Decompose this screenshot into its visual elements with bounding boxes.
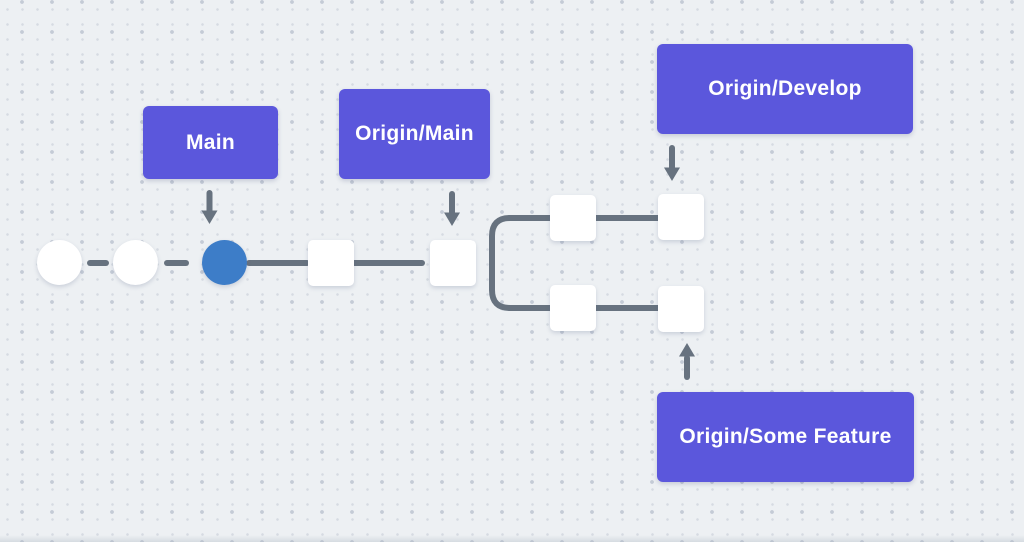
- branch-label-text: Main: [185, 130, 236, 154]
- origin-main-down-arrow-icon: [444, 191, 460, 226]
- main-line-square-2[interactable]: [430, 240, 476, 286]
- origin-some-feature-up-arrow-icon: [679, 343, 695, 380]
- branch-label-origin-main[interactable]: Origin/Main: [339, 89, 490, 179]
- branch-label-origin-some-feature[interactable]: Origin/Some Feature: [657, 392, 914, 482]
- top-branch-square-1[interactable]: [550, 195, 596, 241]
- bottom-branch-square-1[interactable]: [550, 285, 596, 331]
- branch-label-text: Origin/Main: [355, 122, 474, 145]
- main-line-square-1[interactable]: [308, 240, 354, 286]
- top-branch-square-2[interactable]: [658, 194, 704, 240]
- main-down-arrow-icon: [201, 190, 218, 224]
- origin-develop-down-arrow-icon: [664, 145, 680, 181]
- bottom-branch-square-2[interactable]: [658, 286, 704, 332]
- branch-label-text: Origin/Develop: [708, 77, 862, 100]
- branch-label-main[interactable]: Main: [143, 106, 278, 179]
- branch-split-connector: [489, 215, 555, 311]
- branch-label-origin-develop[interactable]: Origin/Develop: [657, 44, 913, 134]
- branch-label-text: Origin/Some Feature: [679, 425, 892, 448]
- commit-circle-2[interactable]: [113, 240, 158, 285]
- commit-circle-1[interactable]: [37, 240, 82, 285]
- head-commit-circle[interactable]: [202, 240, 247, 285]
